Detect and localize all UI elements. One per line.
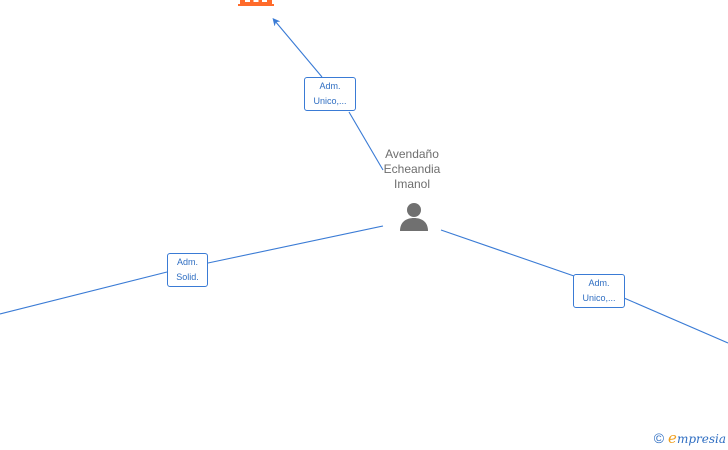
brand-footer: © empresia	[653, 430, 726, 447]
person-name[interactable]: Avendaño Echeandia Imanol	[372, 147, 452, 192]
edge-label-line: Solid.	[176, 272, 199, 282]
edge-top-line	[275, 21, 384, 171]
building-icon[interactable]	[238, 0, 274, 6]
empresia-logo: empresia	[668, 430, 726, 447]
edge-label-line: Unico,...	[582, 293, 616, 303]
person-silhouette-icon[interactable]	[398, 202, 430, 232]
brand-initial: e	[668, 428, 677, 447]
edge-label-top[interactable]: Adm. Unico,...	[304, 77, 356, 111]
edge-label-line: Adm.	[588, 278, 610, 288]
edge-label-left[interactable]: Adm. Solid.	[167, 253, 208, 287]
edge-label-line: Adm.	[176, 257, 198, 267]
copyright-icon: ©	[653, 430, 665, 446]
person-name-line: Avendaño	[385, 147, 439, 161]
edge-label-line: Unico,...	[313, 96, 347, 106]
edge-right-line	[440, 229, 728, 344]
edge-label-right[interactable]: Adm. Unico,...	[573, 274, 625, 308]
brand-rest: mpresia	[676, 431, 726, 446]
person-name-line: Echeandia	[383, 162, 441, 176]
edge-left-line	[0, 225, 384, 315]
edge-label-line: Adm.	[319, 81, 341, 91]
person-name-line: Imanol	[393, 177, 431, 191]
